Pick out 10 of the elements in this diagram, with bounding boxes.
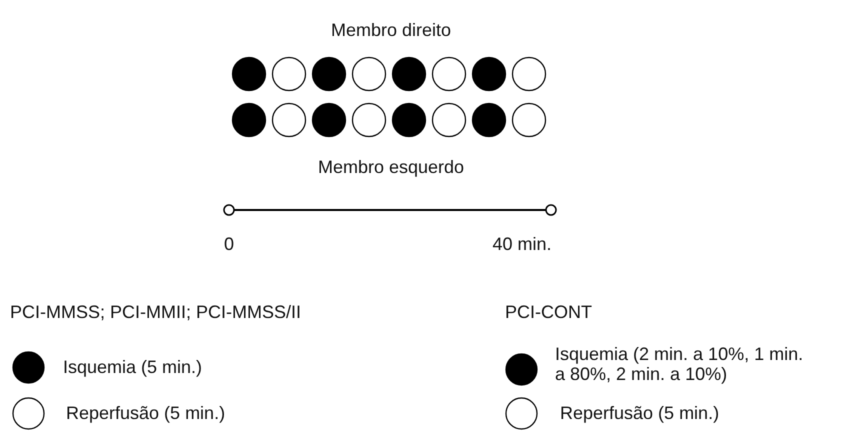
legend-text: Isquemia (2 min. a 10%, 1 min. a 80%, 2 min. a 10%) (555, 344, 804, 384)
limb-label: Membro direito (330, 20, 452, 40)
legend-text: Reperfusão (5 min.) (66, 403, 226, 423)
protocol-heading: PCI-CONT (505, 302, 592, 322)
legend-text: Isquemia (5 min.) (63, 357, 202, 377)
limb-label: Membro esquerdo (318, 157, 464, 177)
time-label: 40 min. (492, 234, 552, 254)
legend-text: Reperfusão (5 min.) (560, 403, 720, 423)
protocol-heading: PCI-MMSS; PCI-MMII; PCI-MMSS/II (10, 302, 301, 322)
time-label: 0 (224, 234, 234, 254)
